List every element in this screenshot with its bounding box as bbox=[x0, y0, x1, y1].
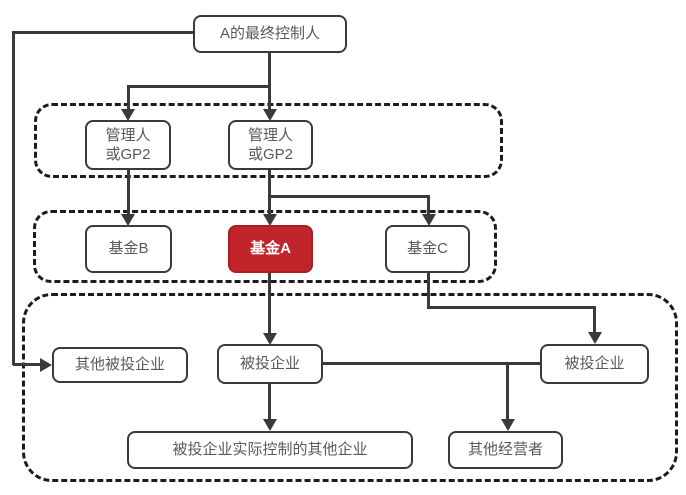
node-other-operator: 其他经营者 bbox=[448, 431, 563, 469]
node-other-investee: 其他被投企业 bbox=[52, 347, 188, 383]
arrowhead-investee-right bbox=[588, 332, 602, 344]
arrowhead-manager-left bbox=[121, 109, 135, 121]
node-fund-c: 基金C bbox=[385, 225, 470, 273]
edge-fund-a-to-investee bbox=[268, 271, 271, 335]
edge-down-to-other-operator bbox=[506, 362, 509, 421]
edge-down-to-fund-c bbox=[427, 196, 430, 216]
edge-fund-c-down bbox=[427, 271, 430, 309]
node-investee-mid: 被投企业 bbox=[217, 344, 323, 384]
edge-controller-down bbox=[268, 50, 271, 88]
edge-controller-to-left-rail bbox=[13, 31, 193, 34]
edge-investee-mid-to-right bbox=[321, 362, 541, 365]
edge-left-rail-to-other-investee bbox=[13, 363, 43, 366]
arrowhead-fund-c bbox=[422, 214, 436, 226]
edge-fund-c-across bbox=[427, 306, 596, 309]
edge-left-rail-vertical bbox=[12, 31, 15, 365]
node-manager-right: 管理人 或GP2 bbox=[228, 120, 313, 170]
node-manager-left: 管理人 或GP2 bbox=[85, 120, 171, 170]
node-fund-b: 基金B bbox=[85, 225, 172, 273]
edge-to-manager-left bbox=[127, 86, 130, 111]
arrowhead-investee-mid bbox=[263, 333, 277, 345]
group-funds-boundary bbox=[33, 210, 497, 283]
edge-down-to-investee-right bbox=[593, 306, 596, 334]
arrowhead-fund-b bbox=[121, 214, 135, 226]
node-fund-a-highlighted: 基金A bbox=[228, 225, 313, 273]
edge-to-manager-right bbox=[268, 86, 271, 111]
arrowhead-manager-right bbox=[263, 109, 277, 121]
edge-controller-split bbox=[127, 85, 271, 88]
arrowhead-other-operator bbox=[501, 419, 515, 431]
arrowhead-controlled-other bbox=[263, 419, 277, 431]
arrowhead-other-investee bbox=[40, 358, 52, 372]
node-ultimate-controller: A的最终控制人 bbox=[193, 15, 347, 53]
edge-investee-to-controlled-other bbox=[268, 383, 271, 421]
edge-branch-to-fund-c bbox=[268, 195, 430, 198]
arrowhead-fund-a bbox=[263, 214, 277, 226]
edge-manager-right-to-fund-a bbox=[268, 168, 271, 216]
node-investee-right: 被投企业 bbox=[540, 344, 649, 384]
group-investees-boundary bbox=[22, 293, 678, 482]
edge-manager-left-to-fund-b bbox=[127, 168, 130, 216]
node-investee-controlled-other: 被投企业实际控制的其他企业 bbox=[127, 431, 413, 469]
